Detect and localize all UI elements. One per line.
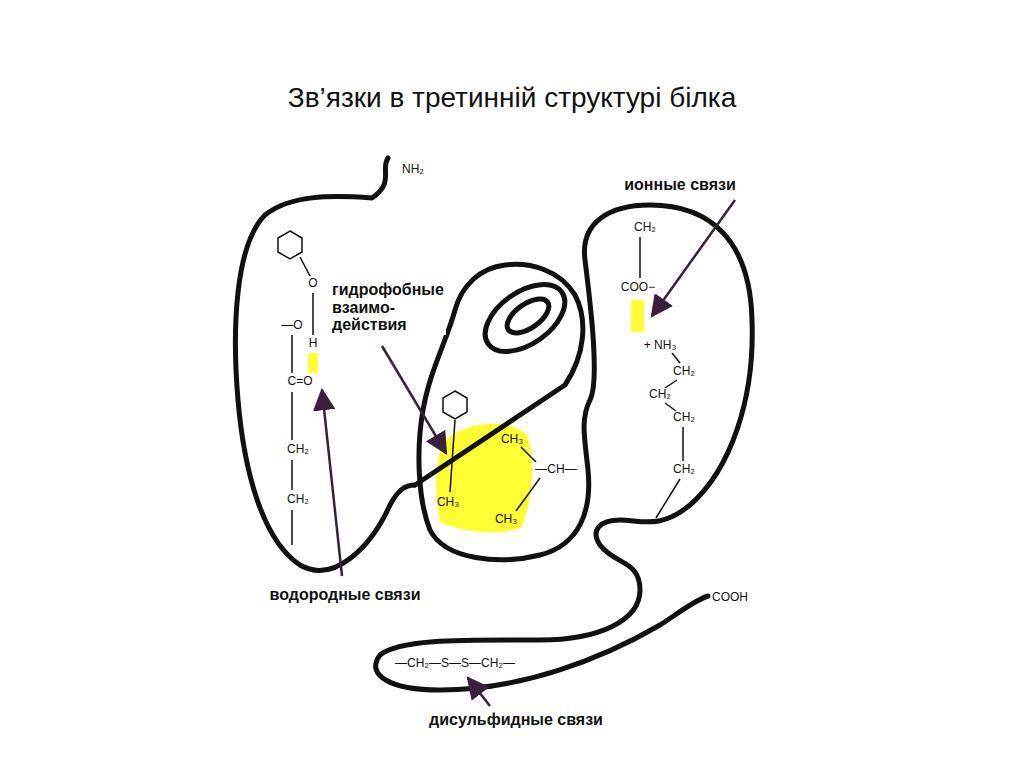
chemical-group: C=O: [286, 375, 313, 388]
polypeptide-chain: [376, 205, 753, 690]
polypeptide-chain: [235, 158, 415, 570]
slide-title: Зв’язки в третинній структурі білка: [0, 82, 1024, 114]
chemical-group: CH₂: [648, 388, 672, 401]
chain-loop: [501, 292, 554, 339]
chemical-group: CH₂: [286, 443, 310, 456]
chain-loop: [473, 271, 577, 365]
chemical-group: CH₃: [500, 433, 524, 446]
ionic-bond-mark: [631, 300, 644, 332]
chemical-group: CH₂: [672, 463, 696, 476]
bond-line: [639, 237, 641, 278]
chemical-group: COO−: [620, 281, 656, 294]
bond-line: [291, 510, 293, 545]
bond-line: [312, 293, 314, 335]
bond-line: [521, 447, 536, 462]
bond-line: [516, 478, 540, 511]
bond-line: [672, 353, 680, 363]
chemical-group: CH₃: [494, 513, 518, 526]
leader-arrow: [322, 390, 342, 576]
chemical-group: CH₂: [633, 221, 657, 234]
chemical-group: COOH: [711, 591, 749, 604]
chemical-group: CH₂: [672, 411, 696, 424]
chemical-group: + NH₃: [643, 339, 678, 352]
chemical-group: NH₂: [401, 163, 425, 176]
hydrogen-bond-mark: [308, 353, 318, 373]
chemical-group: CH₂: [672, 365, 696, 378]
bond-type-label: водородные связи: [268, 586, 423, 604]
bond-type-label: гидрофобные взаимо- действия: [330, 280, 446, 335]
benzene-ring: [278, 231, 302, 259]
chemical-group: H: [308, 337, 319, 350]
chemical-group: O: [307, 277, 318, 290]
bond-line: [291, 460, 293, 490]
bond-line: [300, 257, 310, 276]
bond-line: [682, 427, 684, 461]
leader-arrow: [652, 200, 735, 316]
chemical-group: CH₃: [436, 496, 460, 509]
bond-line: [665, 403, 676, 411]
bond-line: [291, 335, 293, 373]
bond-line: [291, 392, 293, 440]
bond-line: [450, 420, 455, 492]
leader-arrow: [382, 346, 446, 453]
leader-arrow: [468, 678, 490, 706]
chemical-group: —O: [280, 319, 303, 332]
benzene-ring: [443, 391, 467, 419]
bond-line: [665, 380, 677, 388]
bond-type-label: ионные связи: [622, 176, 738, 194]
bond-line: [656, 479, 680, 518]
bond-type-label: дисульфидные связи: [427, 711, 605, 729]
chemical-group: CH₂: [286, 493, 310, 506]
chemical-group: —CH₂—S—S—CH₂—: [394, 657, 516, 670]
chemical-group: —CH—: [534, 463, 577, 476]
